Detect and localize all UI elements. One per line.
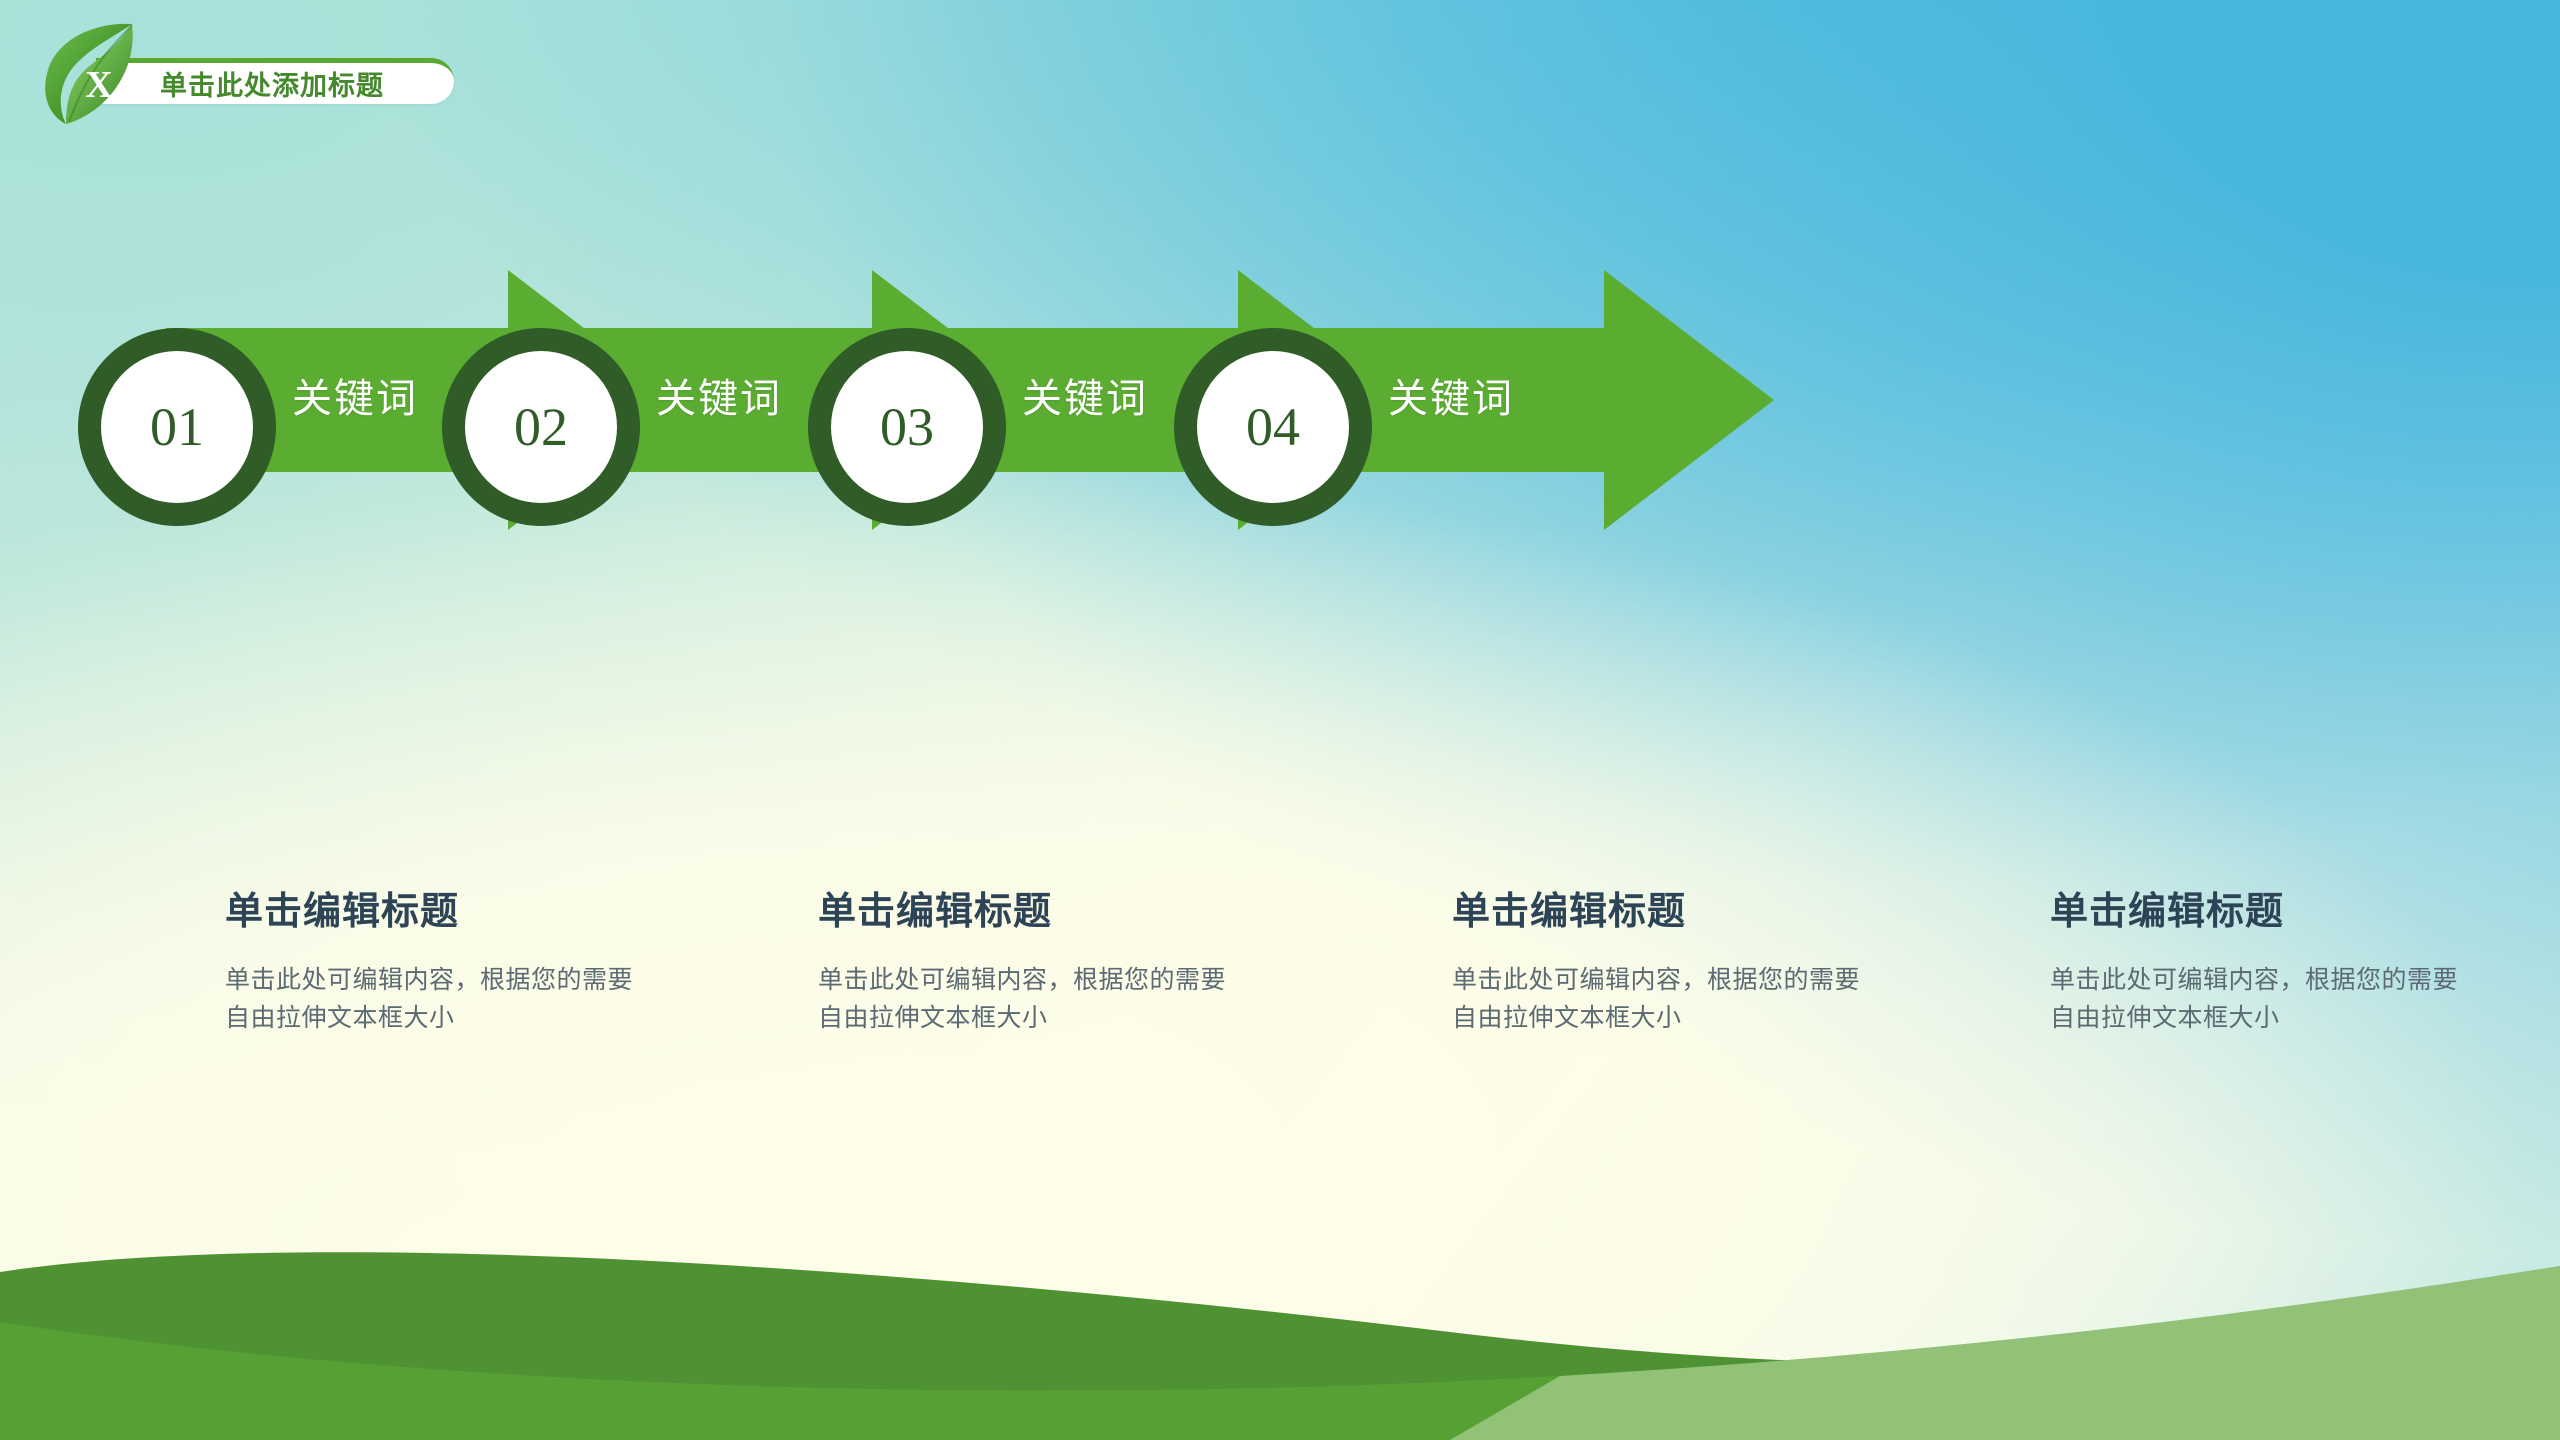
arrow-steps-row: 01 关键词 02 关键词 03 关键词 <box>0 270 2560 530</box>
caption-body: 单击此处可编辑内容，根据您的需要自由拉伸文本框大小 <box>1452 966 1861 1032</box>
step-number: 04 <box>1197 351 1349 503</box>
step-number-circle: 03 <box>808 328 1006 526</box>
caption-title: 单击编辑标题 <box>818 891 1053 933</box>
slide-header: 单击此处添加标题 X <box>36 18 456 124</box>
bottom-wave-decoration <box>0 1200 2560 1440</box>
caption-title: 单击编辑标题 <box>1452 891 1687 933</box>
caption-block-1[interactable]: 单击编辑标题 单击此处可编辑内容，根据您的需要自由拉伸文本框大小 <box>225 880 695 1037</box>
step-keyword: 关键词 <box>656 377 782 421</box>
caption-title: 单击编辑标题 <box>2050 891 2285 933</box>
page-title: 单击此处添加标题 <box>160 71 384 101</box>
caption-block-4[interactable]: 单击编辑标题 单击此处可编辑内容，根据您的需要自由拉伸文本框大小 <box>2050 880 2520 1037</box>
step-keyword: 关键词 <box>1388 377 1514 421</box>
step-number-circle: 01 <box>78 328 276 526</box>
captions-row: 单击编辑标题 单击此处可编辑内容，根据您的需要自由拉伸文本框大小 单击编辑标题 … <box>0 880 2560 1140</box>
step-keyword: 关键词 <box>292 377 418 421</box>
caption-block-3[interactable]: 单击编辑标题 单击此处可编辑内容，根据您的需要自由拉伸文本框大小 <box>1452 880 1922 1037</box>
caption-body: 单击此处可编辑内容，根据您的需要自由拉伸文本框大小 <box>818 966 1227 1032</box>
step-number-circle: 02 <box>442 328 640 526</box>
caption-block-2[interactable]: 单击编辑标题 单击此处可编辑内容，根据您的需要自由拉伸文本框大小 <box>818 880 1288 1037</box>
step-number: 02 <box>465 351 617 503</box>
title-pill[interactable]: 单击此处添加标题 <box>96 58 454 104</box>
caption-title: 单击编辑标题 <box>225 891 460 933</box>
caption-body: 单击此处可编辑内容，根据您的需要自由拉伸文本框大小 <box>225 966 634 1032</box>
step-number: 01 <box>101 351 253 503</box>
step-keyword: 关键词 <box>1022 377 1148 421</box>
step-number: 03 <box>831 351 983 503</box>
step-number-circle: 04 <box>1174 328 1372 526</box>
arrow-shape-icon <box>1262 270 1774 530</box>
caption-body: 单击此处可编辑内容，根据您的需要自由拉伸文本框大小 <box>2050 966 2459 1032</box>
arrow-step-4[interactable]: 04 关键词 <box>1174 270 1774 530</box>
leaf-icon: X <box>36 18 136 126</box>
